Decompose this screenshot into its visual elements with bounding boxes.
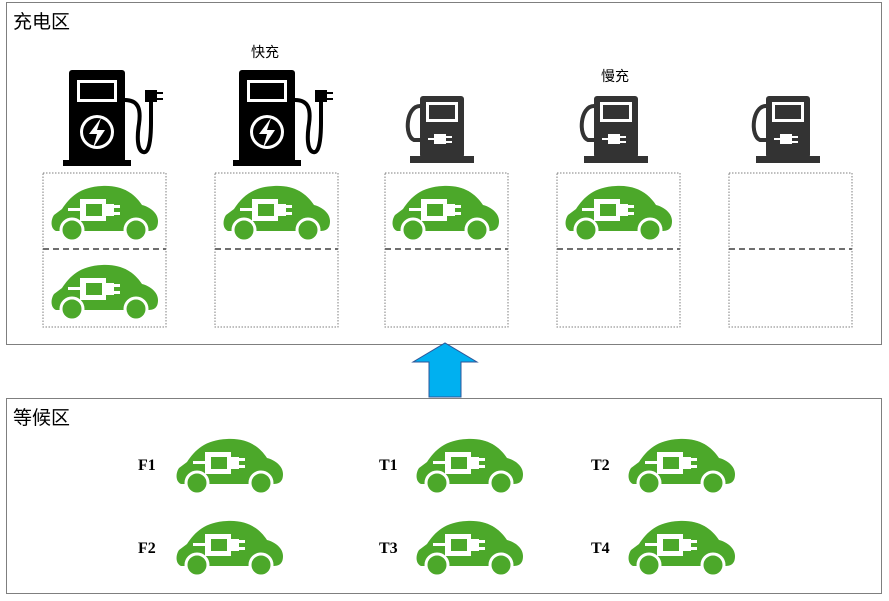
electric-car-icon: [175, 519, 285, 578]
up-arrow-icon: [411, 342, 479, 398]
waiting-area-title: 等候区: [13, 407, 71, 429]
slow-charger-icon: [751, 94, 822, 165]
slow-charger-icon: [405, 94, 476, 165]
car-label-f2: F2: [138, 540, 156, 557]
fast-charger-icon: [231, 68, 335, 168]
slow-charge-label: 慢充: [601, 69, 629, 85]
car-label-t1: T1: [379, 457, 398, 474]
fast-charger-icon: [61, 68, 165, 168]
fast-charge-label: 快充: [251, 45, 279, 61]
electric-car-icon: [415, 437, 525, 496]
electric-car-icon: [391, 184, 501, 243]
charging-area-title: 充电区: [13, 11, 71, 33]
car-label-f1: F1: [138, 457, 156, 474]
electric-car-icon: [415, 519, 525, 578]
electric-car-icon: [50, 184, 160, 243]
car-label-t3: T3: [379, 540, 398, 557]
electric-car-icon: [627, 519, 737, 578]
slow-charger-icon: [579, 94, 650, 165]
electric-car-icon: [627, 437, 737, 496]
electric-car-icon: [50, 263, 160, 322]
car-label-t2: T2: [591, 457, 610, 474]
car-label-t4: T4: [591, 540, 610, 557]
electric-car-icon: [222, 184, 332, 243]
electric-car-icon: [564, 184, 674, 243]
electric-car-icon: [175, 437, 285, 496]
